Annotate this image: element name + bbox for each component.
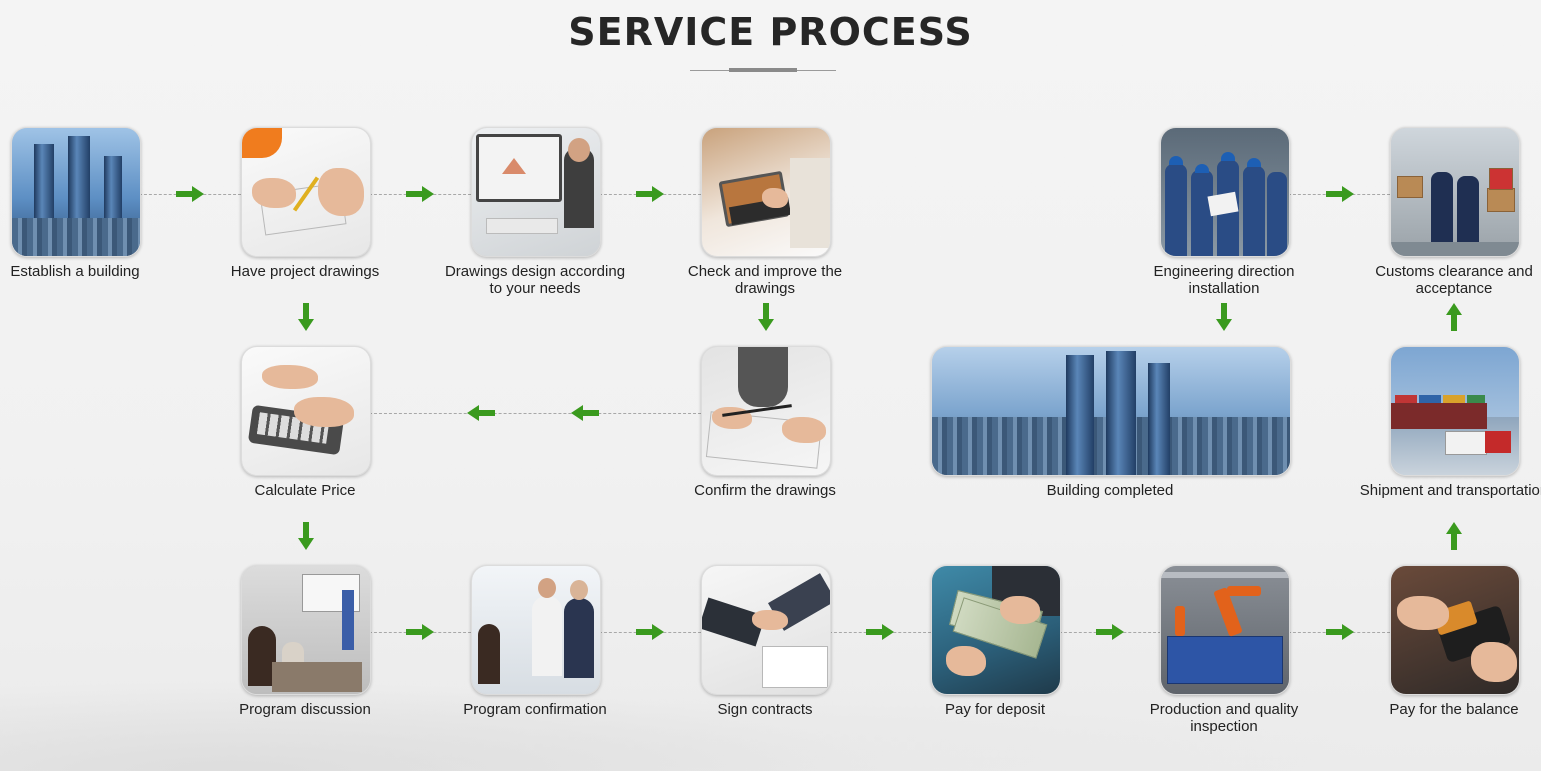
arrow-right-icon (176, 186, 204, 202)
arrow-right-icon (406, 186, 434, 202)
step-label: Shipment and transportation (1359, 482, 1541, 499)
connector-line (369, 413, 701, 414)
step-pay-deposit: Pay for deposit (931, 565, 1061, 718)
arrow-right-icon (1326, 186, 1354, 202)
arrow-left-icon (571, 405, 599, 421)
step-production-inspection: Production and quality inspection (1150, 565, 1298, 735)
page-title: SERVICE PROCESS (568, 10, 973, 54)
step-customs-clearance: Customs clearance and acceptance (1375, 127, 1533, 297)
step-label: Pay for deposit (944, 701, 1046, 718)
step-label: Check and improve the drawings (687, 263, 843, 297)
arrow-down-icon (298, 522, 314, 550)
title-underline-accent (729, 68, 797, 72)
arrow-up-icon (1446, 303, 1462, 331)
arrow-down-icon (1216, 303, 1232, 331)
step-label: Program discussion (239, 701, 371, 718)
building-photo (11, 127, 141, 257)
step-calculate-price: Calculate Price (241, 346, 371, 499)
shipment-photo (1390, 346, 1520, 476)
step-label: Confirm the drawings (694, 482, 836, 499)
step-pay-balance: Pay for the balance (1389, 565, 1520, 718)
arrow-right-icon (636, 186, 664, 202)
step-program-confirmation: Program confirmation (463, 565, 607, 718)
step-sign-contracts: Sign contracts (701, 565, 831, 718)
step-label: Establish a building (10, 263, 140, 280)
step-label: Engineering direction installation (1153, 263, 1295, 297)
engineers-photo (1160, 127, 1290, 257)
handshake-photo (701, 565, 831, 695)
team-photo (471, 565, 601, 695)
calculator-photo (241, 346, 371, 476)
step-label: Customs clearance and acceptance (1375, 263, 1533, 297)
step-check-improve: Check and improve the drawings (688, 127, 842, 297)
completed-building-photo (931, 346, 1291, 476)
step-establish-building: Establish a building (10, 127, 141, 280)
step-label: Pay for the balance (1389, 701, 1519, 718)
step-confirm-drawings: Confirm the drawings (694, 346, 836, 499)
meeting-photo (241, 565, 371, 695)
arrow-right-icon (1096, 624, 1124, 640)
factory-photo (1160, 565, 1290, 695)
arrow-right-icon (1326, 624, 1354, 640)
step-label: Building completed (1046, 482, 1174, 499)
step-label: Sign contracts (717, 701, 813, 718)
step-label: Production and quality inspection (1149, 701, 1299, 735)
step-drawings-design: Drawings design according to your needs (445, 127, 625, 297)
card-payment-photo (1390, 565, 1520, 695)
step-building-completed: Building completed (931, 346, 1291, 499)
drawings-photo (241, 127, 371, 257)
step-label: Have project drawings (230, 263, 380, 280)
arrow-right-icon (406, 624, 434, 640)
arrow-down-icon (758, 303, 774, 331)
step-shipment-transport: Shipment and transportation (1360, 346, 1541, 499)
cash-photo (931, 565, 1061, 695)
step-label: Drawings design according to your needs (444, 263, 626, 297)
arrow-right-icon (866, 624, 894, 640)
confirm-photo (701, 346, 831, 476)
tablet-photo (701, 127, 831, 257)
step-label: Program confirmation (463, 701, 607, 718)
step-engineering-installation: Engineering direction installation (1154, 127, 1294, 297)
design-photo (471, 127, 601, 257)
customs-photo (1390, 127, 1520, 257)
arrow-up-icon (1446, 522, 1462, 550)
step-program-discussion: Program discussion (239, 565, 371, 718)
arrow-down-icon (298, 303, 314, 331)
arrow-right-icon (636, 624, 664, 640)
step-project-drawings: Have project drawings (231, 127, 379, 280)
arrow-left-icon (467, 405, 495, 421)
step-label: Calculate Price (254, 482, 356, 499)
